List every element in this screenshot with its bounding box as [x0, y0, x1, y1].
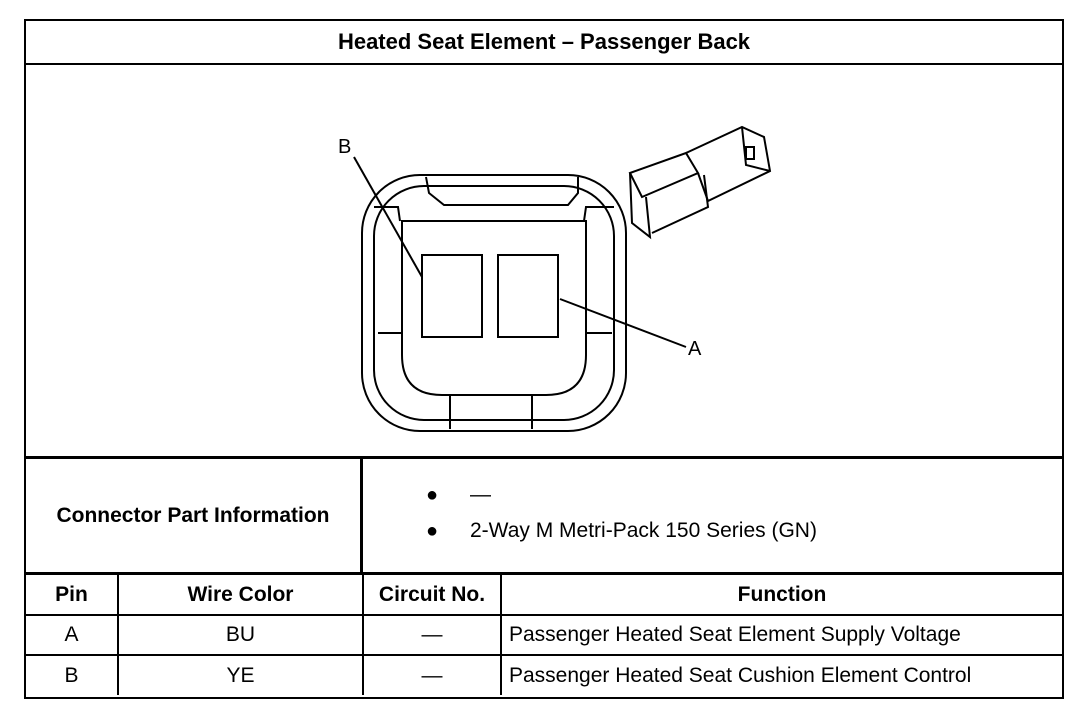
connector-3d-sketch [628, 125, 772, 240]
pin-table: Pin Wire Color Circuit No. Function A BU… [26, 575, 1062, 695]
table-header-row: Pin Wire Color Circuit No. Function [26, 575, 1062, 616]
cell-wire-color: YE [117, 654, 364, 695]
header-circuit-no: Circuit No. [362, 575, 502, 616]
connector-sheet: Heated Seat Element – Passenger Back [24, 19, 1064, 699]
header-function: Function [500, 575, 1062, 616]
pin-cavity-b [421, 254, 483, 338]
terminal-cavity-body [401, 220, 587, 396]
cell-function: Passenger Heated Seat Element Supply Vol… [500, 614, 1062, 656]
connector-housing-inner [373, 185, 615, 421]
connector-key [449, 395, 533, 429]
table-row: B YE — Passenger Heated Seat Cushion Ele… [26, 654, 1062, 695]
connector-description: 2-Way M Metri-Pack 150 Series (GN) [470, 519, 817, 542]
pin-label-b: B [338, 136, 351, 158]
part-number: — [470, 483, 491, 506]
cell-circuit-no: — [362, 614, 502, 656]
connector-housing-outer [361, 174, 627, 432]
connector-latch [425, 176, 579, 206]
cell-function: Passenger Heated Seat Cushion Element Co… [500, 654, 1062, 695]
header-wire-color: Wire Color [117, 575, 364, 616]
header-pin: Pin [26, 575, 119, 616]
leader-line-b [353, 156, 423, 278]
cell-wire-color: BU [117, 614, 364, 656]
list-item: ● 2-Way M Metri-Pack 150 Series (GN) [366, 513, 817, 549]
connector-face-drawing: B A [338, 125, 772, 432]
connector-part-information: Connector Part Information ● — ● 2-Way M… [26, 459, 1062, 575]
connector-part-information-label: Connector Part Information [26, 459, 363, 572]
list-item: ● — [366, 477, 817, 513]
bullet-icon: ● [426, 520, 439, 542]
cell-circuit-no: — [362, 654, 502, 695]
connector-part-list: ● — ● 2-Way M Metri-Pack 150 Series (GN) [366, 477, 817, 549]
cell-pin: B [26, 654, 119, 695]
pin-cavity-a [497, 254, 559, 338]
pin-label-a: A [688, 338, 702, 360]
connector-diagram: B A [26, 65, 1062, 459]
leader-line-a [559, 298, 687, 348]
page-title: Heated Seat Element – Passenger Back [26, 21, 1062, 65]
cell-pin: A [26, 614, 119, 656]
table-row: A BU — Passenger Heated Seat Element Sup… [26, 614, 1062, 656]
bullet-icon: ● [426, 484, 439, 506]
